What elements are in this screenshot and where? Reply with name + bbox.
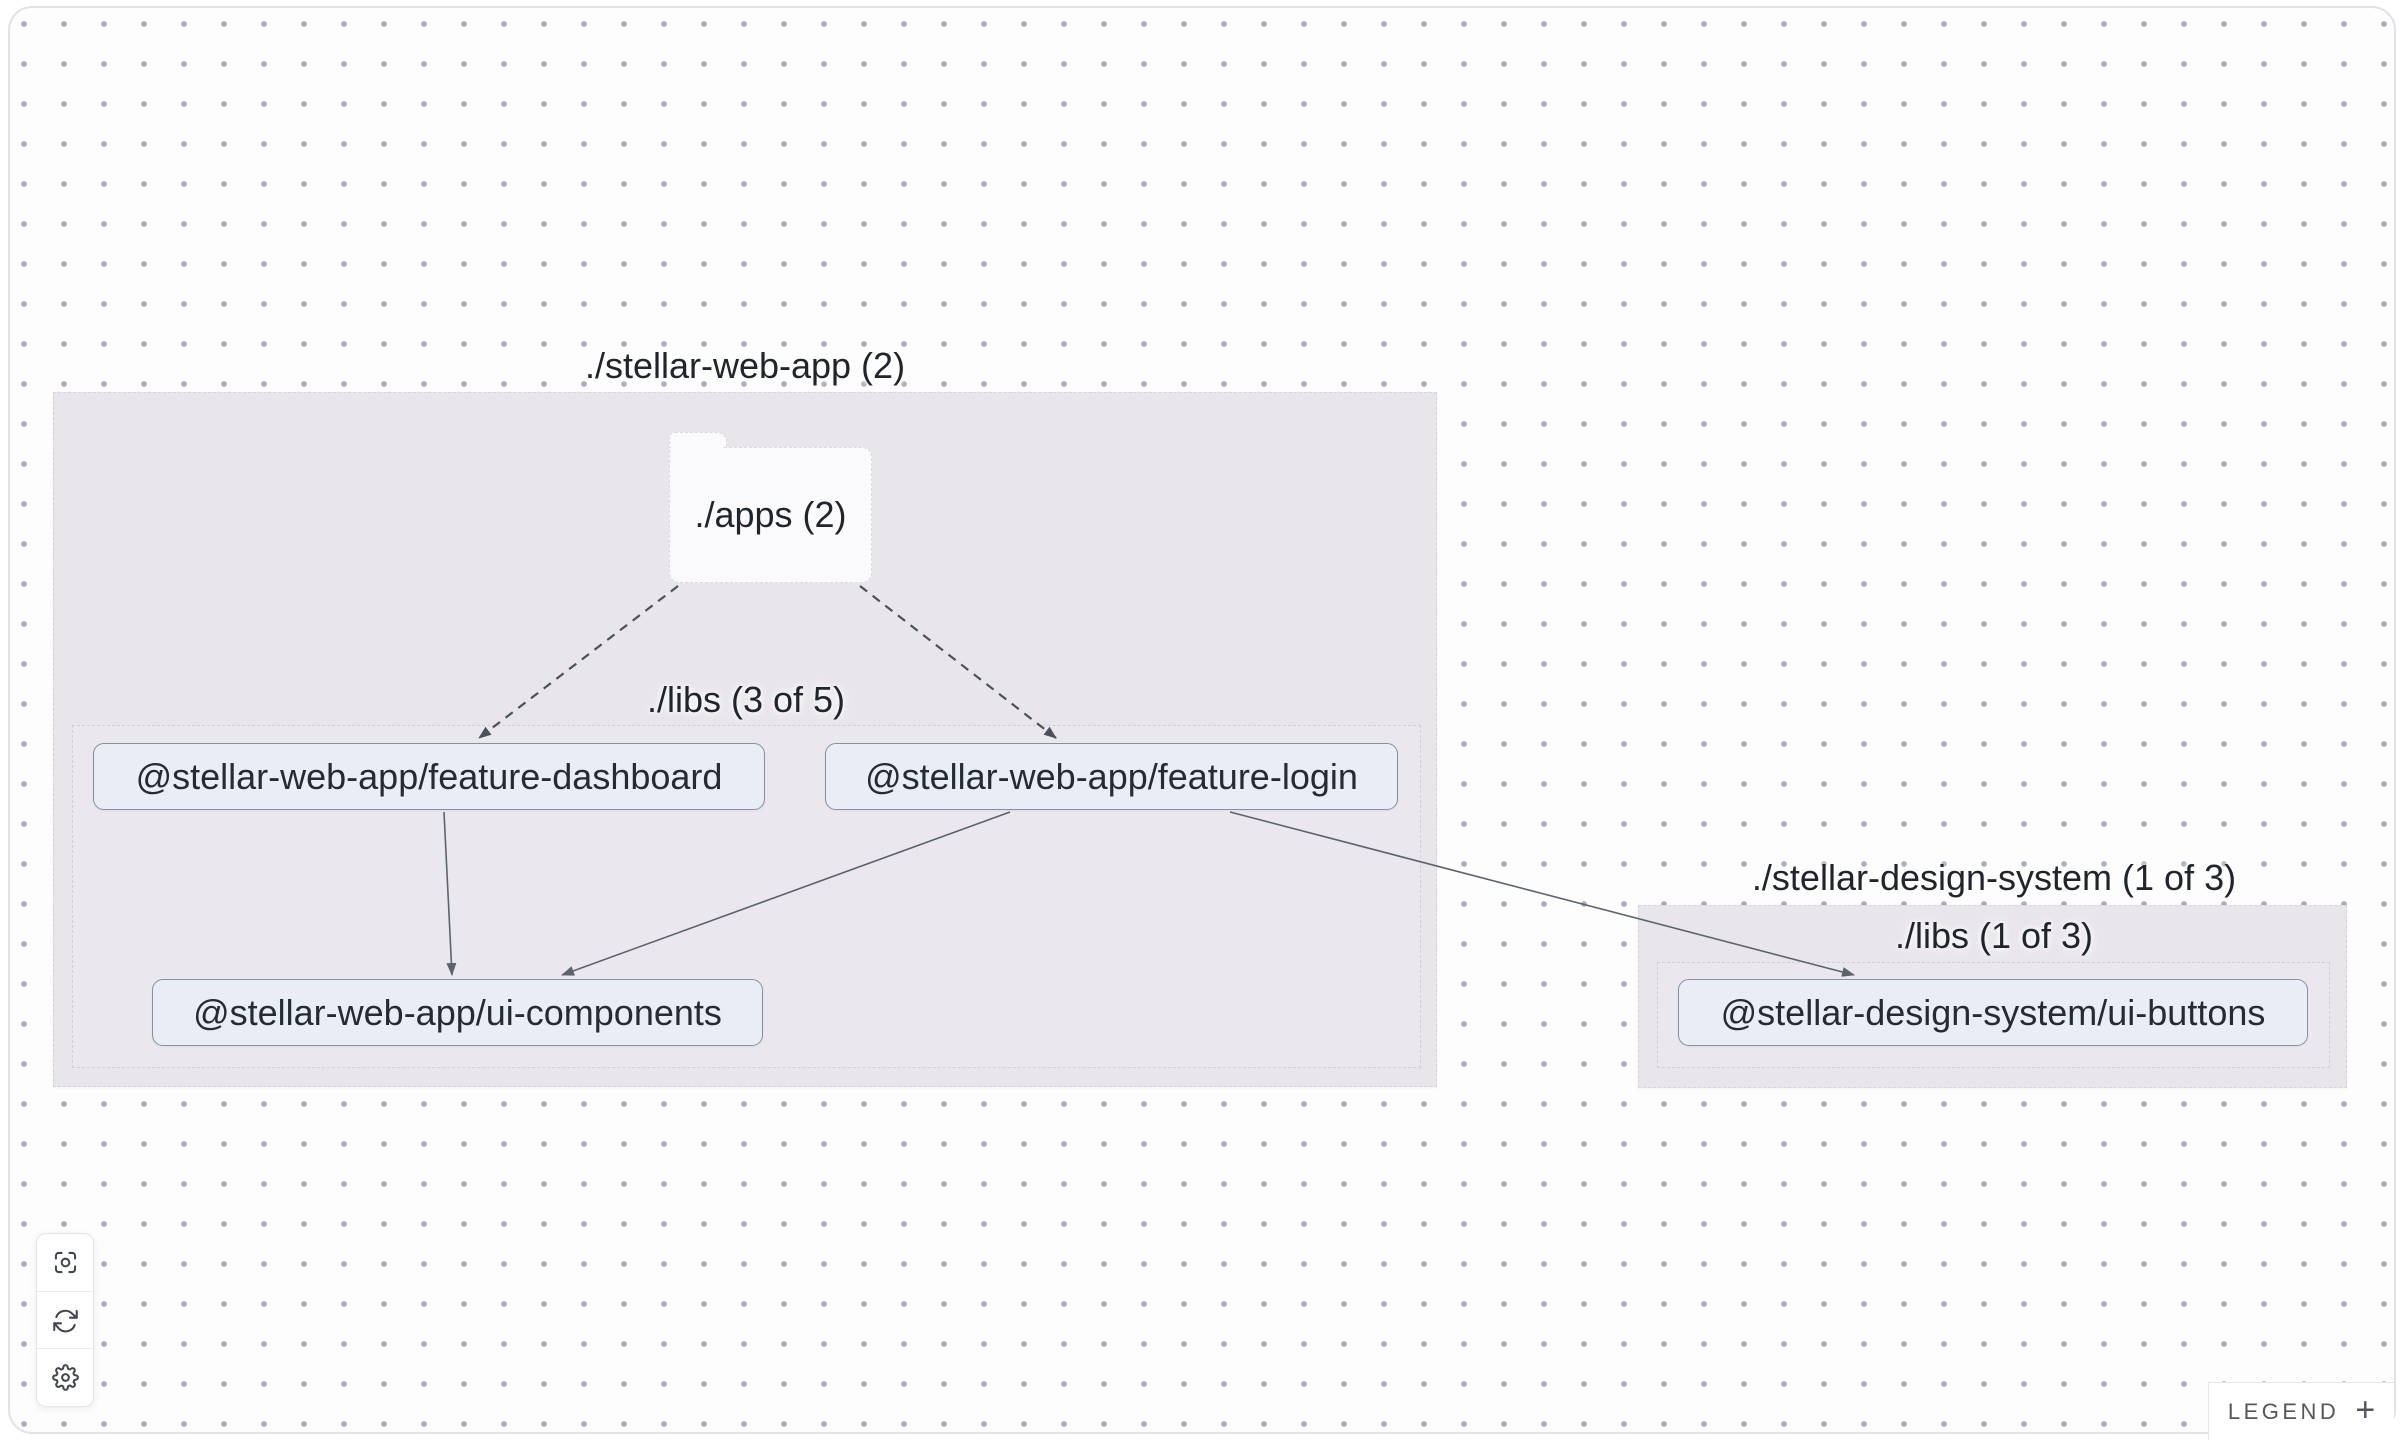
node-feature-login[interactable]: @stellar-web-app/feature-login <box>825 743 1398 810</box>
group-stellar-web-app-title: ./stellar-web-app (2) <box>584 345 906 386</box>
settings-button[interactable] <box>37 1348 93 1406</box>
legend-label: LEGEND <box>2227 1398 2340 1424</box>
refresh-cycle-icon <box>52 1309 78 1332</box>
focus-button[interactable] <box>37 1234 93 1291</box>
folder-body: ./apps (2) <box>669 447 872 583</box>
refresh-button[interactable] <box>37 1290 93 1349</box>
focus-target-icon <box>54 1251 76 1273</box>
node-label: @stellar-web-app/feature-login <box>865 755 1358 797</box>
node-feature-dashboard[interactable]: @stellar-web-app/feature-dashboard <box>93 743 765 810</box>
folder-seam <box>671 446 723 450</box>
plus-icon: + <box>2355 1391 2376 1429</box>
group-web-app-libs-label: ./libs (3 of 5) <box>646 679 846 720</box>
node-label: @stellar-web-app/ui-components <box>193 991 722 1033</box>
folder-apps-label: ./apps (2) <box>694 494 847 535</box>
gear-icon <box>51 1364 79 1392</box>
group-design-system-libs-label: ./libs (1 of 3) <box>1894 915 2094 956</box>
canvas-control-rail <box>36 1233 94 1407</box>
node-ui-buttons[interactable]: @stellar-design-system/ui-buttons <box>1678 979 2308 1046</box>
node-label: @stellar-web-app/feature-dashboard <box>135 755 723 797</box>
node-ui-components[interactable]: @stellar-web-app/ui-components <box>152 979 763 1046</box>
group-stellar-design-system-title: ./stellar-design-system (1 of 3) <box>1751 857 2237 898</box>
node-label: @stellar-design-system/ui-buttons <box>1720 991 2266 1033</box>
legend-toggle[interactable]: LEGEND + <box>2208 1382 2394 1440</box>
